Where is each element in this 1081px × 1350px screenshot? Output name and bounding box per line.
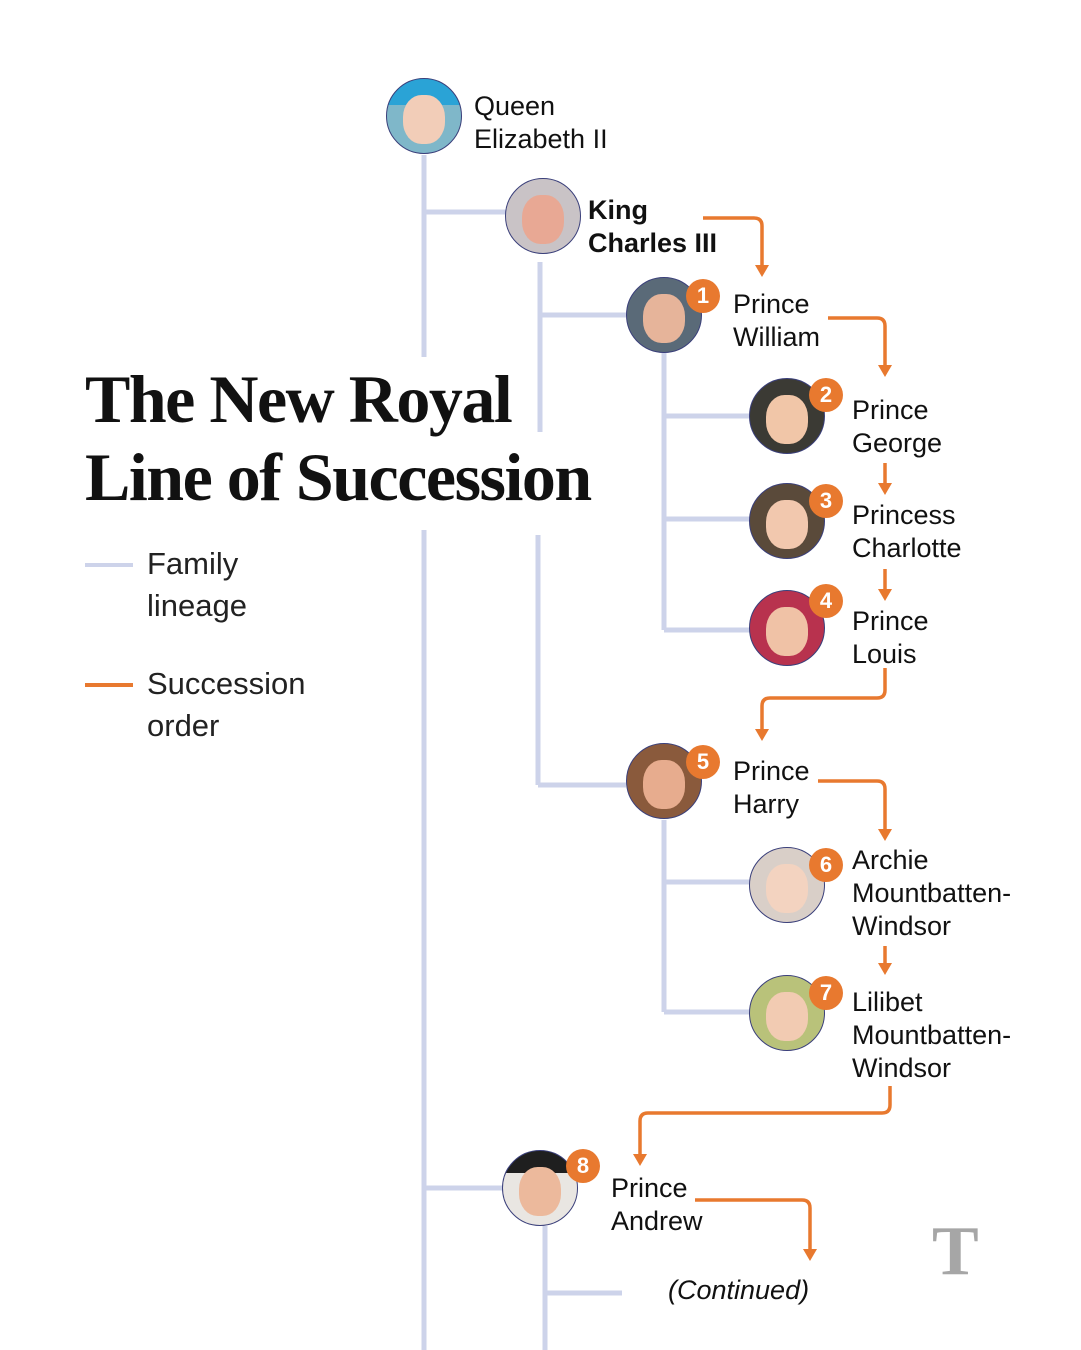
lineage-line-william — [661, 352, 750, 633]
nyt-logo: T — [932, 1213, 979, 1290]
succession-arrow-2 — [828, 316, 887, 366]
legend-succession-swatch — [85, 683, 133, 687]
rank-badge: 6 — [809, 848, 843, 882]
succession-arrow-8 — [638, 1086, 892, 1155]
rank-badge: 7 — [809, 976, 843, 1010]
lineage-line-harry — [661, 820, 750, 1015]
lineage-line-charles — [535, 262, 626, 788]
name-harry: Prince Harry — [733, 756, 810, 819]
avatar-archie — [749, 847, 825, 923]
succession-arrow-9 — [695, 1198, 812, 1250]
name-charlotte: Princess Charlotte — [852, 500, 962, 563]
rank-badge: 8 — [566, 1149, 600, 1183]
legend-lineage-swatch — [85, 563, 133, 567]
title-line-1: The New Royal — [85, 361, 513, 437]
rank-badge: 4 — [809, 584, 843, 618]
name-andrew: Prince Andrew — [611, 1173, 703, 1236]
name-queen: Queen Elizabeth II — [474, 91, 608, 154]
avatar-harry — [626, 743, 702, 819]
page-title: The New Royal Line of Succession — [85, 360, 592, 516]
succession-arrow-5 — [760, 668, 887, 730]
continued-label: (Continued) — [668, 1275, 810, 1305]
legend-succession-label: Succession order — [147, 666, 306, 743]
name-archie: Archie Mountbatten- Windsor — [852, 845, 1012, 941]
name-louis: Prince Louis — [852, 606, 929, 669]
lineage-line-queen — [421, 155, 506, 1350]
rank-badge: 2 — [809, 378, 843, 412]
rank-badge: 1 — [686, 279, 720, 313]
name-lilibet: Lilibet Mountbatten- Windsor — [852, 987, 1012, 1083]
rank-badge: 3 — [809, 484, 843, 518]
avatar-charles — [505, 178, 581, 254]
lineage-line-andrew — [542, 1226, 622, 1350]
title-line-2: Line of Succession — [85, 439, 592, 515]
rank-badge: 5 — [686, 745, 720, 779]
name-charles: King Charles III — [588, 195, 718, 258]
succession-arrow-1 — [703, 216, 764, 266]
avatar-queen — [386, 78, 462, 154]
legend-lineage-label: Family lineage — [147, 546, 247, 623]
avatar-andrew — [502, 1150, 578, 1226]
name-george: Prince George — [852, 395, 943, 458]
avatar-william — [626, 277, 702, 353]
name-william: Prince William — [733, 289, 820, 352]
succession-arrow-6 — [818, 779, 887, 830]
